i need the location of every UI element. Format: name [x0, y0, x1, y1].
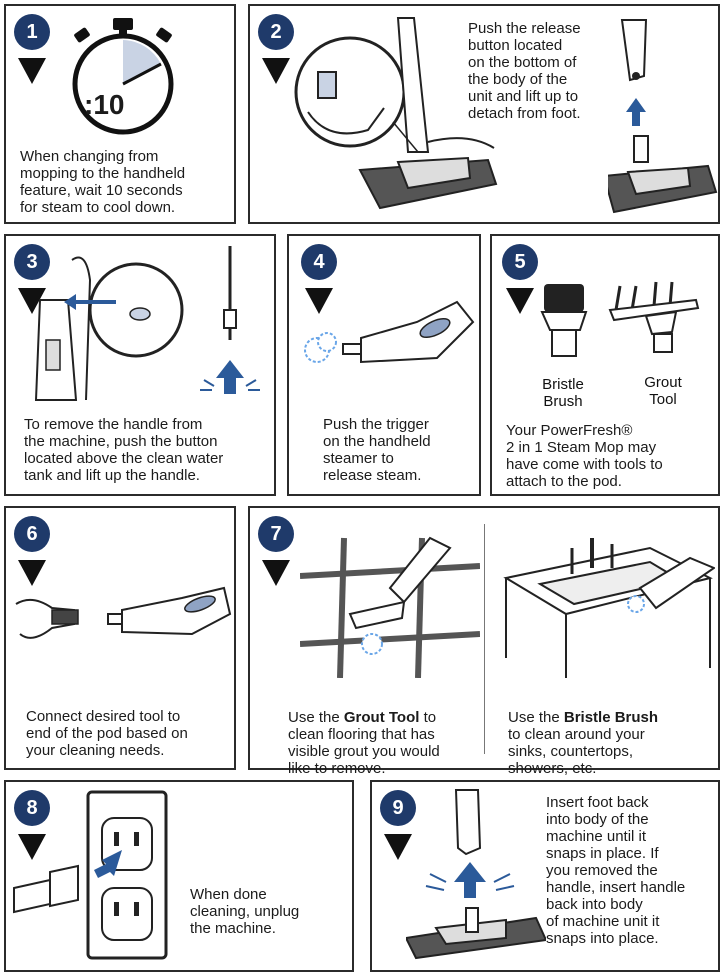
step-1-arrow-icon — [18, 58, 46, 84]
step-9-arrow-icon — [384, 834, 412, 860]
step-2-arrow-icon — [262, 58, 290, 84]
step-5-text: Your PowerFresh® 2 in 1 Steam Mop may ha… — [506, 422, 663, 490]
step-2-badge: 2 — [258, 14, 294, 50]
handle-removal-illustration — [34, 246, 260, 401]
step-6-panel: 6 Connect desired tool to end of the pod… — [4, 506, 236, 770]
step-7-panel: 7 Use the Grout Tool to clean flooring t… — [248, 506, 720, 777]
step-3-panel: 3 To remove the handle from the machine,… — [4, 234, 276, 496]
foot-insert-illustration — [406, 789, 546, 960]
step-1-badge: 1 — [14, 14, 50, 50]
step-9-text: Insert foot back into body of the machin… — [546, 794, 686, 947]
bristle-brush-tool-icon — [540, 284, 588, 357]
step-2-panel: 2 Push the release button located on the… — [248, 4, 720, 224]
step-7-brush-text: Use the Bristle Brush to clean around yo… — [508, 709, 659, 777]
step-5-badge: 5 — [502, 244, 538, 280]
step-1-panel: 1 :10 When changing from mopping to the … — [4, 4, 236, 224]
grout-cleaning-illustration — [300, 536, 480, 678]
step-4-text: Push the trigger on the handheld steamer… — [323, 416, 431, 484]
step-7-grout-text: Use the Grout Tool to clean flooring tha… — [288, 709, 440, 777]
step-6-text: Connect desired tool to end of the pod b… — [26, 708, 188, 759]
step-5-panel: 5 Bristle Brush Grout Tool Your PowerFre… — [490, 234, 720, 496]
grout-tool-label: Grout Tool — [644, 374, 682, 408]
step-2-text: Push the release button located on the b… — [468, 20, 581, 122]
step-7-arrow-icon — [262, 560, 290, 586]
step-3-badge: 3 — [14, 244, 50, 280]
step-4-badge: 4 — [301, 244, 337, 280]
wall-outlet-unplug-illustration — [13, 790, 168, 960]
step-5-arrow-icon — [506, 288, 534, 314]
step-3-text: To remove the handle from the machine, p… — [24, 416, 224, 484]
step-8-text: When done cleaning, unplug the machine. — [190, 886, 300, 937]
bristle-brush-label: Bristle Brush — [542, 376, 584, 410]
grout-tool-icon — [608, 281, 700, 353]
step-8-arrow-icon — [18, 834, 46, 860]
step-1-timer-label: :10 — [84, 89, 125, 120]
step-7-divider — [484, 524, 485, 754]
step-8-badge: 8 — [14, 790, 50, 826]
step-9-panel: 9 Insert foot back into body of the mach… — [370, 780, 720, 972]
handheld-steamer-illustration — [304, 300, 475, 364]
step-4-arrow-icon — [305, 288, 333, 314]
step-6-badge: 6 — [14, 516, 50, 552]
mop-release-illustration — [294, 17, 498, 210]
step-1-text: When changing from mopping to the handhe… — [20, 148, 186, 216]
tool-connect-illustration — [15, 586, 232, 639]
step-7-badge: 7 — [258, 516, 294, 552]
sink-cleaning-illustration — [503, 538, 715, 678]
step-4-panel: 4 Push the trigger on the handheld steam… — [287, 234, 481, 496]
step-8-panel: 8 When done cleaning, unplug the machine… — [4, 780, 354, 972]
mop-lift-illustration — [608, 19, 718, 214]
step-9-badge: 9 — [380, 790, 416, 826]
stopwatch-icon — [72, 18, 174, 135]
step-6-arrow-icon — [18, 560, 46, 586]
